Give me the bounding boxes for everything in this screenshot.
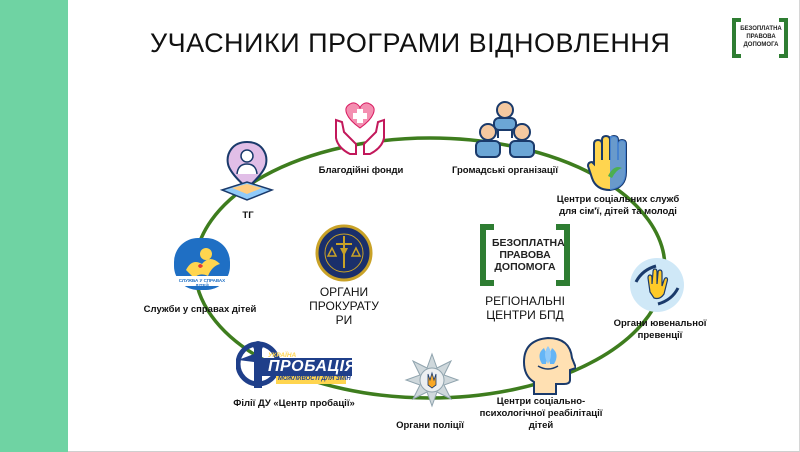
- person-pin-icon: [219, 140, 275, 201]
- probation-logo: [236, 341, 352, 388]
- children-service-logo: [174, 238, 230, 290]
- label-tg: ТГ: [242, 210, 254, 221]
- police-star-icon: [404, 352, 460, 408]
- label-children-services: Служби у справах дітей: [143, 304, 257, 315]
- label-charity: Благодійні фонди: [318, 165, 404, 176]
- label-juvenile: Органи ювенальної превенції: [613, 318, 707, 341]
- people-group-icon: [475, 101, 535, 158]
- bpd-header-logo: БЕЗОПЛАТНА ПРАВОВА ДОПОМОГА: [732, 18, 788, 62]
- probation-word: ПРОБАЦІЯ: [268, 358, 357, 375]
- label-rehab-centers: Центри соціально-психологічної реабіліта…: [479, 396, 603, 431]
- bpd-bracket-left: [480, 224, 494, 286]
- label-prosecution: ОРГАНИ ПРОКУРАТУ РИ: [309, 285, 379, 327]
- left-accent-bar: [0, 0, 68, 452]
- logo-text: БЕЗОПЛАТНА ПРАВОВА ДОПОМОГА: [740, 26, 782, 48]
- bpd-logo-text: БЕЗОПЛАТНА ПРАВОВА ДОПОМОГА: [492, 237, 565, 273]
- label-regional-centers: РЕГІОНАЛЬНІ ЦЕНТРИ БПД: [485, 294, 565, 322]
- bpd-bracket-right: [556, 224, 570, 286]
- label-social-centers: Центри соціальних служб для сім'ї, дітей…: [556, 194, 680, 217]
- probation-top-text: УКРАЇНА: [268, 352, 297, 359]
- slide-title: УЧАСНИКИ ПРОГРАМИ ВІДНОВЛЕННЯ: [150, 28, 671, 58]
- label-probation: Філії ДУ «Центр пробації»: [233, 398, 355, 409]
- logo-bracket-right: [779, 18, 788, 58]
- children-logo-text: СЛУЖБА У СПРАВАХ ДІТЕЙ: [178, 278, 226, 288]
- hands-care-icon: [630, 258, 684, 312]
- head-lotus-icon: [522, 336, 576, 395]
- label-police: Органи поліції: [396, 420, 464, 431]
- heart-hands-icon: [335, 102, 385, 155]
- prosecution-emblem: [315, 224, 373, 282]
- hand-icon: [586, 134, 627, 192]
- probation-sub-text: МОЖЛИВОСТІ ДЛЯ ЗМІН: [278, 376, 351, 382]
- logo-bracket-left: [732, 18, 741, 58]
- label-ngo: Громадські організації: [451, 165, 558, 176]
- bpd-logo: БЕЗОПЛАТНА ПРАВОВА ДОПОМОГА: [480, 224, 570, 288]
